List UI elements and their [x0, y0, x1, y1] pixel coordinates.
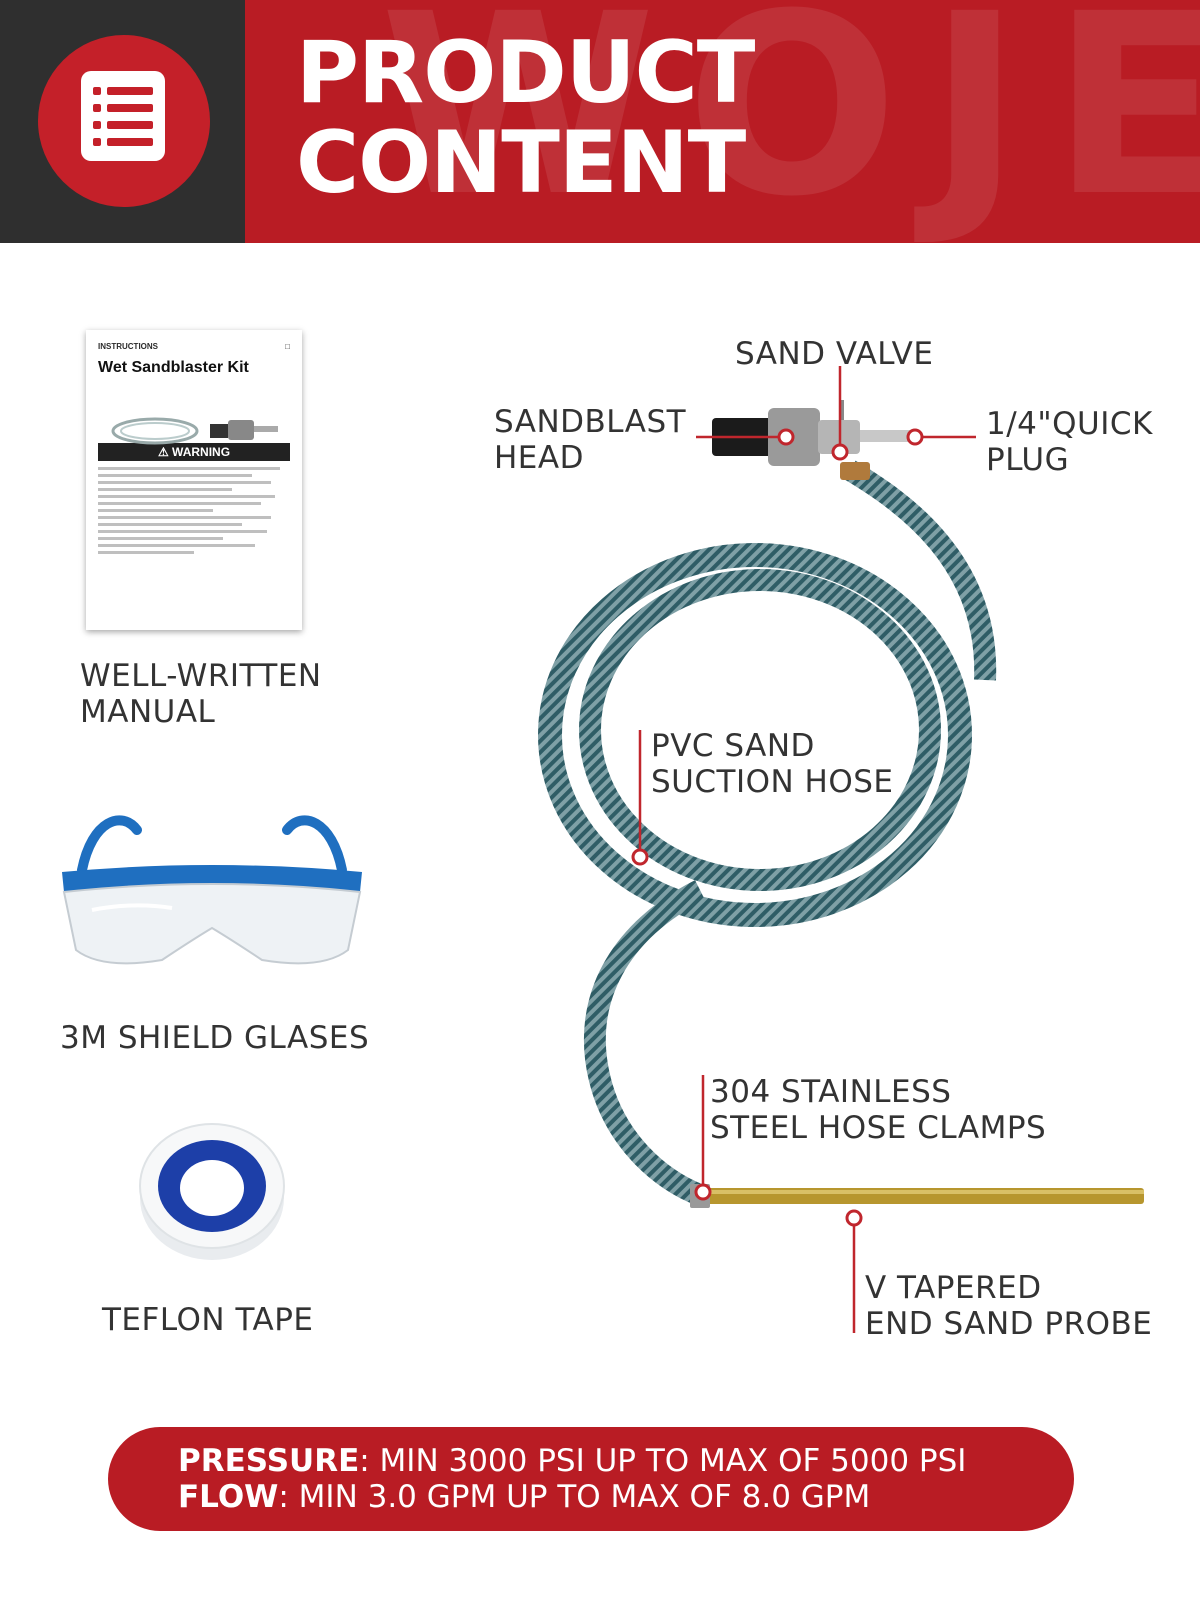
hose-label: PVC SAND SUCTION HOSE [651, 728, 894, 800]
probe-label-line1: V TAPERED [865, 1270, 1042, 1306]
sandblast-head-label-line2: HEAD [494, 440, 584, 476]
manual-product-illustration [111, 417, 278, 445]
manual-warning-bar: ⚠ WARNING [98, 443, 290, 461]
manual-header-label: INSTRUCTIONS [98, 342, 158, 351]
sandblaster-hose-assembly-image [538, 400, 1144, 1208]
header-icon-circle [38, 35, 210, 207]
page-title-line2: CONTENT [296, 113, 746, 213]
page-title-line1: PRODUCT [296, 23, 755, 123]
hose-label-line2: SUCTION HOSE [651, 764, 894, 800]
specs-banner: PRESSURE: MIN 3000 PSI UP TO MAX OF 5000… [108, 1427, 1074, 1531]
manual-image: INSTRUCTIONS □ Wet Sandblaster Kit ⚠ WAR… [86, 330, 302, 630]
flow-spec-value: : MIN 3.0 GPM UP TO MAX OF 8.0 GPM [278, 1479, 871, 1515]
manual-text-block [98, 467, 290, 554]
brand-watermark: WOJET [380, 0, 1200, 243]
clamps-label-line2: STEEL HOSE CLAMPS [710, 1110, 1047, 1146]
sand-valve-label: SAND VALVE [735, 336, 934, 372]
page-header: WOJET PRODUCT CONTENT [0, 0, 1200, 243]
glasses-label: 3M SHIELD GLASES [60, 1020, 370, 1056]
probe-label: V TAPERED END SAND PROBE [865, 1270, 1152, 1342]
tape-label: TEFLON TAPE [102, 1302, 314, 1338]
manual-warning-label: WARNING [172, 445, 231, 459]
sandblast-head-label: SANDBLAST HEAD [494, 404, 686, 476]
quick-plug-label-line2: PLUG [986, 442, 1070, 478]
teflon-tape-image [139, 1123, 285, 1260]
hose-label-line1: PVC SAND [651, 728, 815, 764]
clamps-label: 304 STAINLESS STEEL HOSE CLAMPS [710, 1074, 1046, 1146]
probe-label-line2: END SAND PROBE [865, 1306, 1153, 1342]
manual-header: INSTRUCTIONS □ [98, 342, 290, 351]
quick-plug-label-line1: 1/4"QUICK [986, 406, 1153, 442]
clamps-label-line1: 304 STAINLESS [710, 1074, 952, 1110]
manual-label: WELL-WRITTEN MANUAL [80, 658, 322, 730]
page-title: PRODUCT CONTENT [296, 23, 755, 213]
manual-label-line1: WELL-WRITTEN [80, 658, 322, 694]
list-icon [81, 71, 165, 161]
manual-title: Wet Sandblaster Kit [98, 359, 249, 376]
flow-spec: FLOW: MIN 3.0 GPM UP TO MAX OF 8.0 GPM [178, 1479, 1074, 1515]
pressure-spec: PRESSURE: MIN 3000 PSI UP TO MAX OF 5000… [178, 1443, 1074, 1479]
flow-spec-label: FLOW [178, 1479, 279, 1515]
pressure-spec-label: PRESSURE [178, 1443, 360, 1479]
manual-book-icon: □ [285, 342, 290, 351]
quick-plug-label: 1/4"QUICK PLUG [986, 406, 1153, 478]
pressure-spec-value: : MIN 3000 PSI UP TO MAX OF 5000 PSI [359, 1443, 967, 1479]
manual-label-line2: MANUAL [80, 694, 216, 730]
safety-glasses-image [62, 815, 362, 965]
sandblast-head-label-line1: SANDBLAST [494, 404, 687, 440]
